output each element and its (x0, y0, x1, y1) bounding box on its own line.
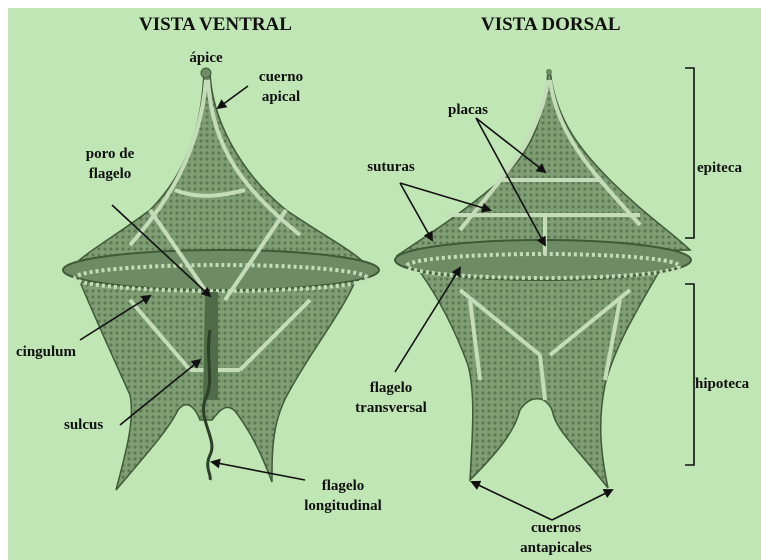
label-cuernos-antapicales-line1: cuernos (506, 518, 606, 538)
title-dorsal: VISTA DORSAL (481, 14, 621, 36)
dorsal-antapical-notch (525, 448, 560, 471)
label-poro-flagelo-line1: poro de (70, 144, 150, 164)
label-cuerno-apical: cuerno apical (248, 67, 314, 107)
dorsal-apex-tip (546, 69, 552, 75)
label-sulcus: sulcus (64, 415, 124, 435)
label-placas: placas (438, 100, 498, 120)
label-flagelo-longitudinal: flagelo longitudinal (288, 476, 398, 516)
label-hipoteca: hipoteca (695, 374, 749, 394)
label-flagelo-longitudinal-line2: longitudinal (288, 496, 398, 516)
label-flagelo-transversal-line2: transversal (336, 398, 446, 418)
label-cingulum: cingulum (16, 342, 88, 362)
bracket-hipoteca (685, 284, 694, 465)
label-poro-flagelo: poro de flagelo (70, 144, 150, 184)
label-poro-flagelo-line2: flagelo (70, 164, 150, 184)
label-flagelo-transversal: flagelo transversal (336, 378, 446, 418)
title-ventral: VISTA VENTRAL (139, 14, 292, 36)
arrow-cuerno-apical (218, 86, 248, 108)
label-cuerno-apical-line1: cuerno (248, 67, 314, 87)
label-cuernos-antapicales: cuernos antapicales (506, 518, 606, 558)
label-cuerno-apical-line2: apical (248, 87, 314, 107)
bracket-epiteca (685, 68, 694, 238)
label-cuernos-antapicales-line2: antapicales (506, 538, 606, 558)
dorsal-cell (395, 69, 691, 488)
ventral-apex-knob (201, 68, 211, 78)
label-flagelo-longitudinal-line1: flagelo (288, 476, 398, 496)
arrow-cuernos-2 (552, 490, 612, 520)
label-epiteca: epiteca (697, 158, 742, 178)
arrow-cuernos-1 (472, 482, 552, 520)
label-suturas: suturas (356, 157, 426, 177)
label-apice: ápice (178, 48, 234, 68)
label-flagelo-transversal-line1: flagelo (336, 378, 446, 398)
